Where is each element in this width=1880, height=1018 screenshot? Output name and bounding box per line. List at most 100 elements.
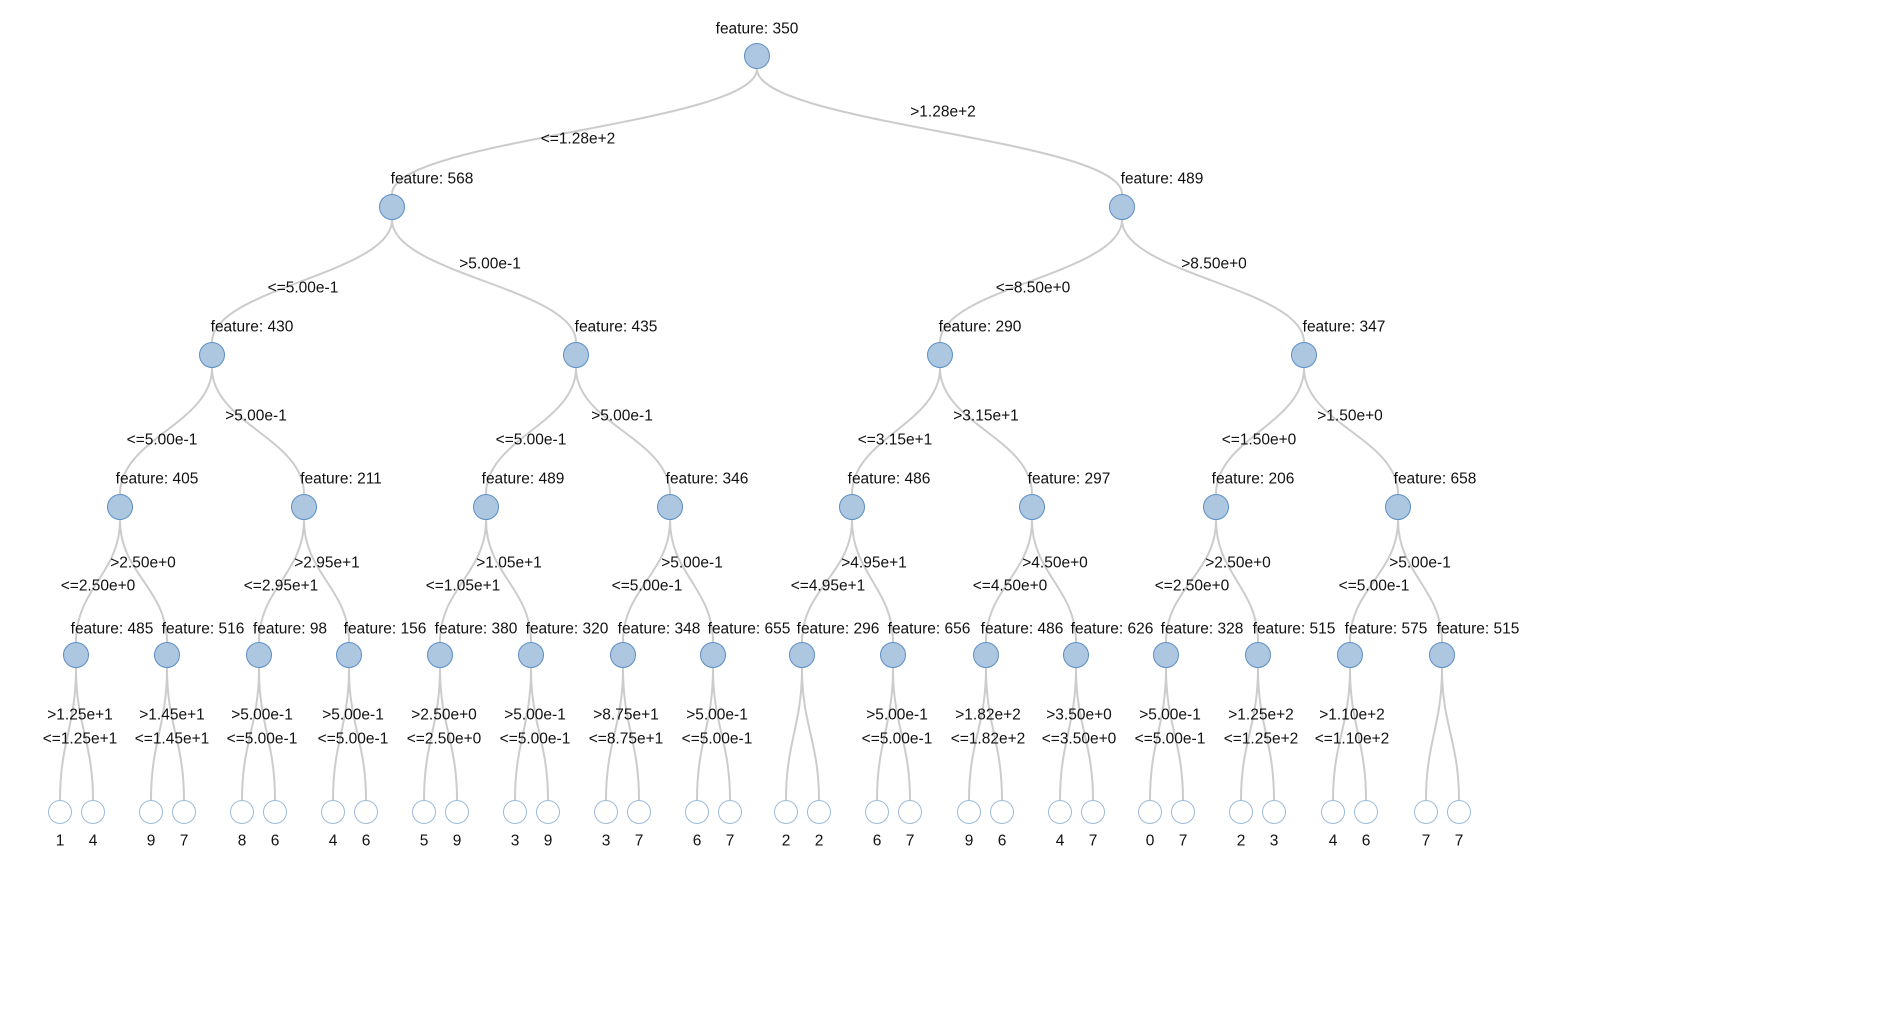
tree-leaf-node[interactable] — [774, 800, 798, 824]
tree-leaf-node[interactable] — [1171, 800, 1195, 824]
tree-edge — [785, 667, 803, 801]
tree-node[interactable] — [1019, 494, 1045, 520]
tree-node[interactable] — [427, 642, 453, 668]
node-feature-label: feature: 98 — [252, 620, 328, 638]
tree-leaf-node[interactable] — [1414, 800, 1438, 824]
tree-node[interactable] — [1203, 494, 1229, 520]
edge-label: >3.50e+0 — [1046, 706, 1112, 724]
node-feature-label: feature: 515 — [1252, 620, 1336, 638]
node-feature-label: feature: 320 — [525, 620, 609, 638]
tree-node[interactable] — [1291, 342, 1317, 368]
tree-leaf-node[interactable] — [263, 800, 287, 824]
edge-label: >1.45e+1 — [139, 706, 205, 724]
tree-leaf-node[interactable] — [898, 800, 922, 824]
leaf-class-label: 7 — [1178, 832, 1188, 850]
tree-node[interactable] — [1429, 642, 1455, 668]
tree-leaf-node[interactable] — [1048, 800, 1072, 824]
tree-node[interactable] — [700, 642, 726, 668]
edge-label: >8.50e+0 — [1181, 255, 1247, 273]
edge-label: >5.00e-1 — [231, 706, 293, 724]
tree-edge — [530, 667, 549, 801]
tree-leaf-node[interactable] — [321, 800, 345, 824]
tree-leaf-node[interactable] — [1081, 800, 1105, 824]
tree-leaf-node[interactable] — [1447, 800, 1471, 824]
tree-node[interactable] — [657, 494, 683, 520]
tree-leaf-node[interactable] — [1229, 800, 1253, 824]
tree-edge — [150, 667, 168, 801]
tree-node[interactable] — [518, 642, 544, 668]
node-feature-label: feature: 405 — [115, 470, 199, 488]
tree-edge — [75, 667, 94, 801]
tree-leaf-node[interactable] — [354, 800, 378, 824]
tree-node[interactable] — [1245, 642, 1271, 668]
tree-node[interactable] — [880, 642, 906, 668]
tree-node[interactable] — [63, 642, 89, 668]
leaf-class-label: 2 — [1236, 832, 1246, 850]
tree-leaf-node[interactable] — [172, 800, 196, 824]
tree-leaf-node[interactable] — [627, 800, 651, 824]
edge-label: <=2.50e+0 — [406, 730, 482, 748]
tree-edge — [332, 667, 350, 801]
tree-leaf-node[interactable] — [81, 800, 105, 824]
tree-node[interactable] — [107, 494, 133, 520]
tree-node[interactable] — [1063, 642, 1089, 668]
tree-node[interactable] — [291, 494, 317, 520]
node-feature-label: feature: 347 — [1302, 318, 1386, 336]
node-feature-label: feature: 350 — [715, 20, 799, 38]
tree-node[interactable] — [246, 642, 272, 668]
tree-node[interactable] — [789, 642, 815, 668]
tree-leaf-node[interactable] — [503, 800, 527, 824]
tree-leaf-node[interactable] — [230, 800, 254, 824]
tree-leaf-node[interactable] — [865, 800, 889, 824]
tree-leaf-node[interactable] — [990, 800, 1014, 824]
edge-label: <=5.00e-1 — [495, 431, 567, 449]
tree-node[interactable] — [379, 194, 405, 220]
tree-edge — [1075, 667, 1094, 801]
tree-node[interactable] — [1385, 494, 1411, 520]
tree-node[interactable] — [563, 342, 589, 368]
tree-leaf-node[interactable] — [1138, 800, 1162, 824]
tree-edge — [876, 667, 894, 801]
tree-leaf-node[interactable] — [685, 800, 709, 824]
tree-leaf-node[interactable] — [1354, 800, 1378, 824]
tree-node[interactable] — [336, 642, 362, 668]
tree-node[interactable] — [1337, 642, 1363, 668]
node-feature-label: feature: 297 — [1027, 470, 1111, 488]
tree-leaf-node[interactable] — [536, 800, 560, 824]
tree-node[interactable] — [839, 494, 865, 520]
node-feature-label: feature: 486 — [847, 470, 931, 488]
edge-label: <=1.05e+1 — [425, 577, 501, 595]
tree-node[interactable] — [1109, 194, 1135, 220]
tree-leaf-node[interactable] — [957, 800, 981, 824]
tree-node[interactable] — [154, 642, 180, 668]
tree-leaf-node[interactable] — [412, 800, 436, 824]
tree-leaf-node[interactable] — [139, 800, 163, 824]
tree-node[interactable] — [744, 43, 770, 69]
tree-edge — [241, 667, 260, 801]
tree-node[interactable] — [927, 342, 953, 368]
tree-edge — [801, 519, 853, 643]
tree-leaf-node[interactable] — [1321, 800, 1345, 824]
tree-leaf-node[interactable] — [594, 800, 618, 824]
tree-leaf-node[interactable] — [445, 800, 469, 824]
tree-node[interactable] — [610, 642, 636, 668]
node-feature-label: feature: 575 — [1344, 620, 1428, 638]
tree-leaf-node[interactable] — [807, 800, 831, 824]
edge-label: >1.25e+1 — [47, 706, 113, 724]
tree-edge — [1397, 519, 1443, 643]
edge-label: <=2.95e+1 — [243, 577, 319, 595]
tree-leaf-node[interactable] — [48, 800, 72, 824]
leaf-class-label: 8 — [237, 832, 247, 850]
node-feature-label: feature: 658 — [1393, 470, 1477, 488]
tree-edge — [622, 519, 671, 643]
tree-leaf-node[interactable] — [718, 800, 742, 824]
tree-node[interactable] — [1153, 642, 1179, 668]
tree-node[interactable] — [973, 642, 999, 668]
tree-node[interactable] — [473, 494, 499, 520]
leaf-class-label: 7 — [905, 832, 915, 850]
tree-node[interactable] — [199, 342, 225, 368]
tree-leaf-node[interactable] — [1262, 800, 1286, 824]
leaf-class-label: 0 — [1145, 832, 1155, 850]
tree-edge — [696, 667, 714, 801]
tree-edge — [756, 68, 1123, 195]
